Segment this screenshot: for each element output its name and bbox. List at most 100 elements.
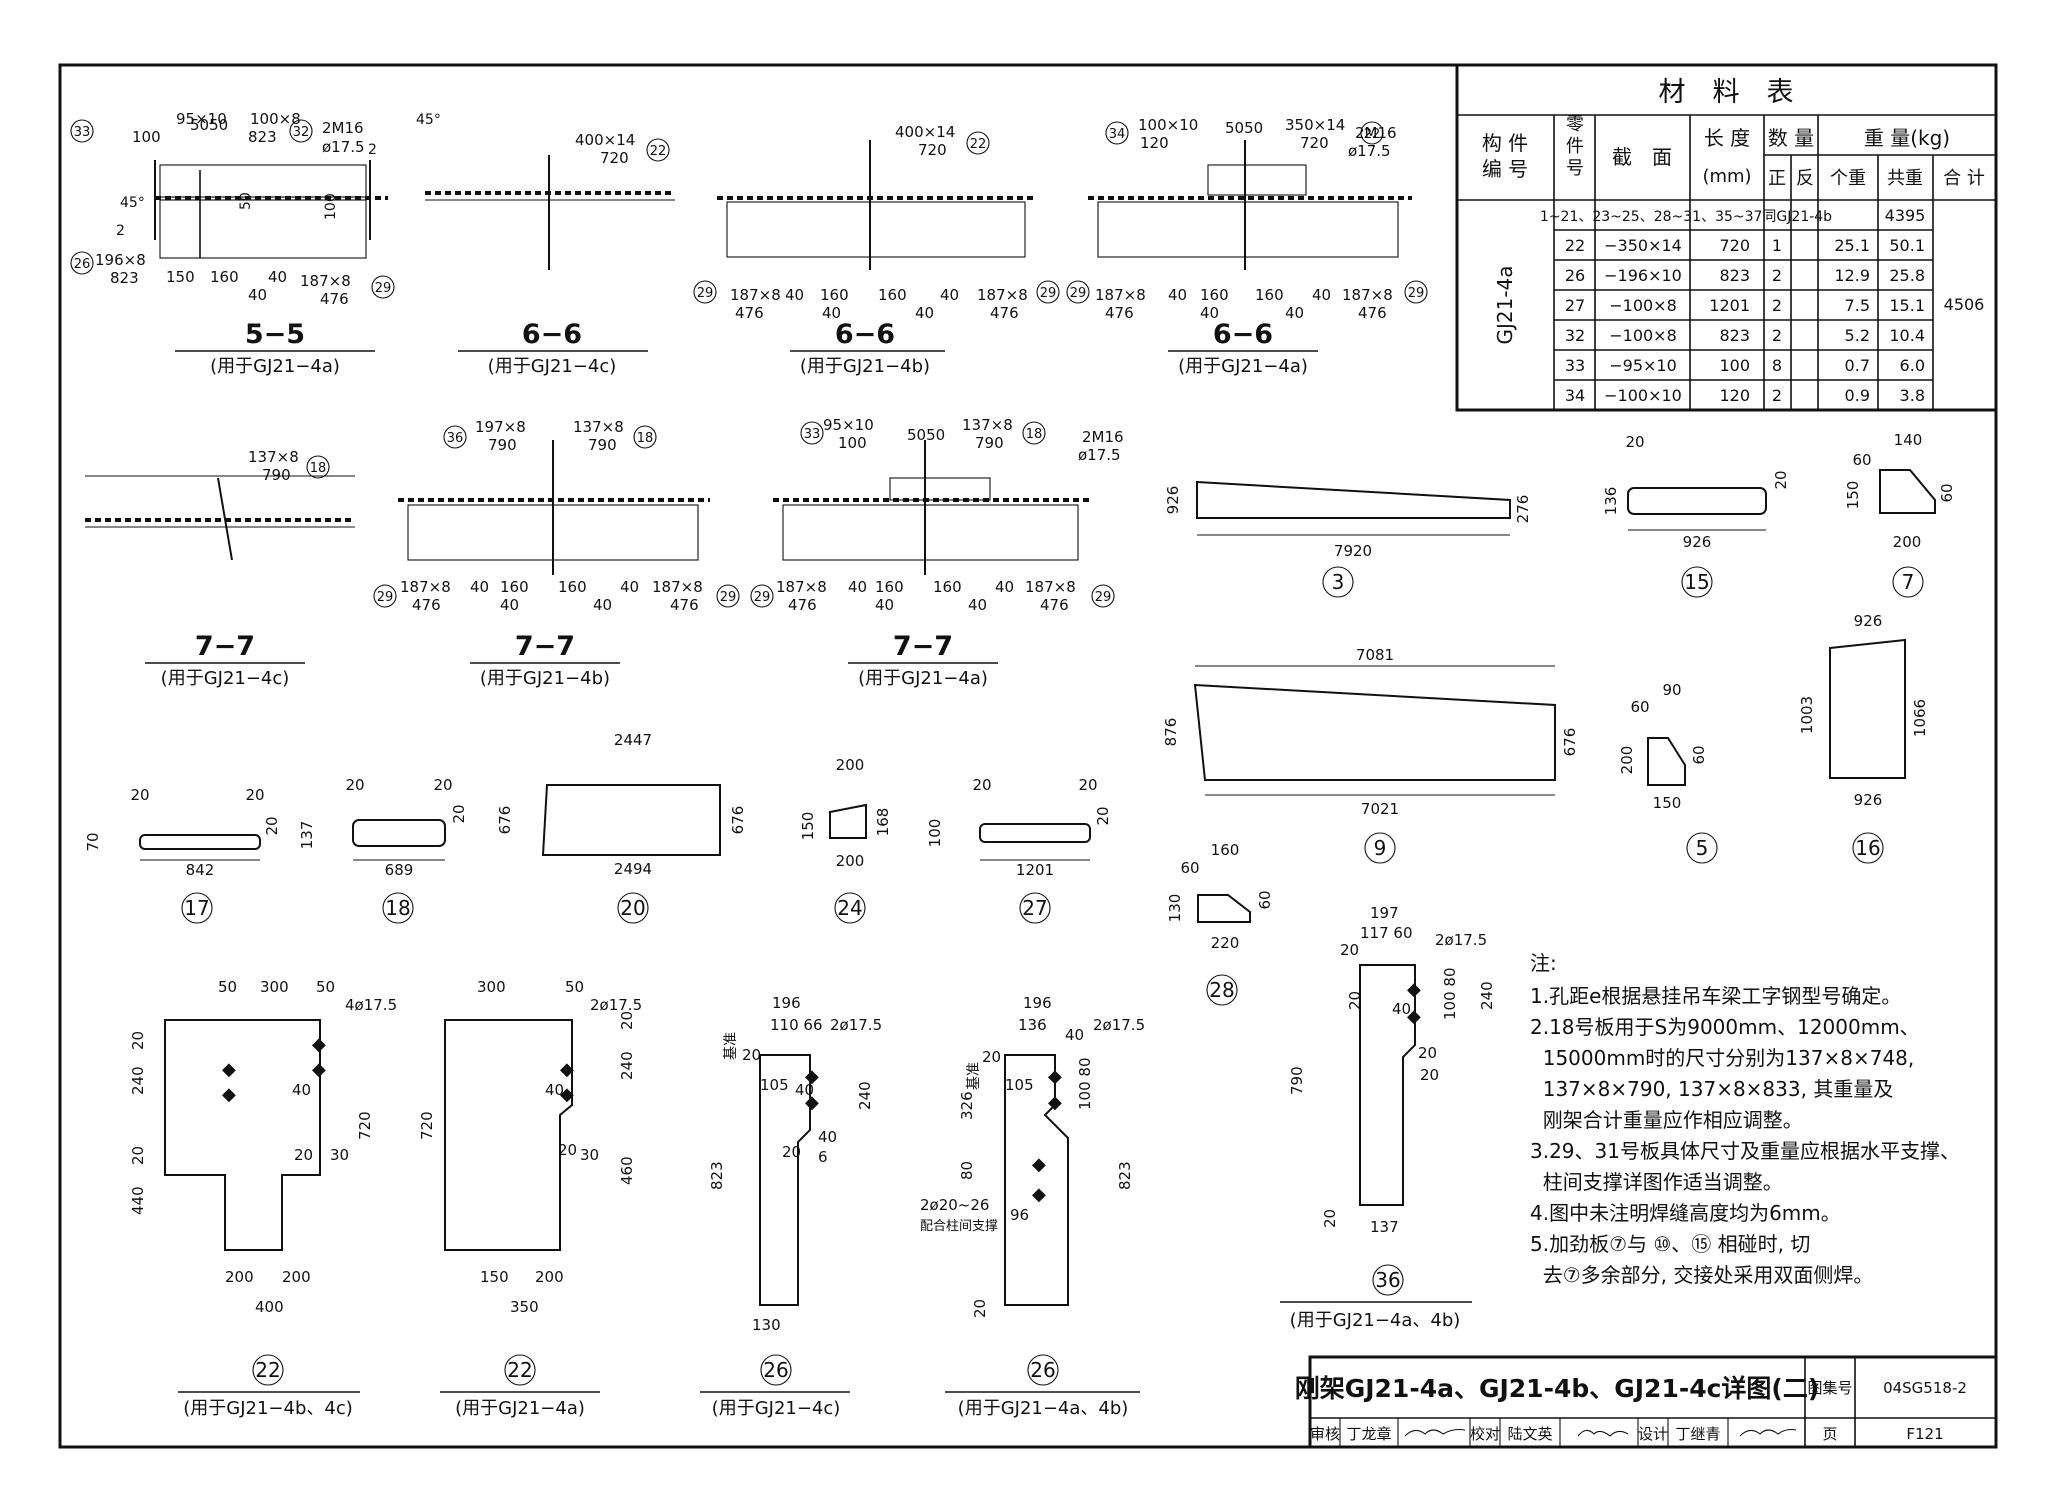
svg-text:60: 60 — [1852, 451, 1871, 469]
svg-text:240: 240 — [1478, 981, 1496, 1010]
svg-text:876: 876 — [1162, 718, 1180, 747]
svg-text:40: 40 — [1312, 286, 1331, 304]
svg-text:20: 20 — [129, 1031, 147, 1050]
header-part-no: 零件号 — [1566, 114, 1584, 179]
svg-text:187×8: 187×8 — [1095, 286, 1146, 304]
table-rows: 22 −350×14 720 1 25.1 50.1 26 −196×10 82… — [1565, 236, 1925, 405]
svg-text:29: 29 — [720, 590, 737, 605]
header-qty-neg: 反 — [1796, 168, 1814, 189]
svg-text:20: 20 — [1418, 1044, 1437, 1062]
section-caption-6-6-c: (用于GJ21−4c) — [488, 356, 617, 377]
svg-text:40: 40 — [1200, 304, 1219, 322]
svg-text:823: 823 — [1116, 1161, 1134, 1190]
svg-text:95×10: 95×10 — [823, 416, 874, 434]
svg-text:790: 790 — [975, 434, 1004, 452]
svg-text:22: 22 — [650, 144, 667, 159]
svg-text:105: 105 — [1005, 1076, 1034, 1094]
svg-text:197: 197 — [1370, 904, 1399, 922]
svg-text:2: 2 — [368, 142, 377, 158]
svg-text:36: 36 — [447, 431, 464, 446]
svg-text:12.9: 12.9 — [1834, 266, 1870, 285]
plate-no-26-b: 26 — [1030, 1358, 1055, 1382]
svg-text:160: 160 — [933, 578, 962, 596]
svg-text:5.2: 5.2 — [1845, 326, 1870, 345]
svg-text:476: 476 — [1105, 304, 1134, 322]
svg-text:137×8: 137×8 — [573, 418, 624, 436]
svg-text:25.8: 25.8 — [1889, 266, 1925, 285]
svg-text:2494: 2494 — [614, 860, 652, 878]
svg-text:3.8: 3.8 — [1900, 386, 1925, 405]
section-title-6-6-a: 6−6 — [1213, 319, 1273, 350]
svg-text:◆: ◆ — [805, 1066, 819, 1087]
svg-text:196: 196 — [1023, 994, 1052, 1012]
svg-text:50: 50 — [218, 978, 237, 996]
svg-text:160: 160 — [878, 286, 907, 304]
svg-text:20: 20 — [294, 1146, 313, 1164]
svg-text:160: 160 — [875, 578, 904, 596]
plate-caption-26-a: (用于GJ21−4c) — [712, 1398, 841, 1419]
plate-no-22-a: 22 — [255, 1358, 280, 1382]
svg-text:676: 676 — [729, 806, 747, 835]
part-badge-33 — [70, 119, 94, 143]
part-badge-26 — [760, 1354, 792, 1386]
plate-no-36: 36 — [1375, 1268, 1400, 1292]
svg-text:◆: ◆ — [312, 1059, 326, 1080]
svg-text:33: 33 — [1565, 356, 1585, 375]
svg-text:790: 790 — [588, 436, 617, 454]
svg-text:20: 20 — [1078, 776, 1097, 794]
svg-text:◆: ◆ — [222, 1084, 236, 1105]
svg-text:1003: 1003 — [1798, 696, 1816, 734]
svg-text:◆: ◆ — [1032, 1154, 1046, 1175]
svg-text:120: 120 — [1719, 386, 1750, 405]
part-badge-26 — [1027, 1354, 1059, 1386]
svg-text:◆: ◆ — [560, 1059, 574, 1080]
part-badge-18 — [633, 425, 657, 449]
svg-text:−100×8: −100×8 — [1609, 326, 1677, 345]
svg-text:790: 790 — [1288, 1066, 1306, 1095]
svg-text:33: 33 — [74, 125, 91, 140]
svg-text:476: 476 — [412, 596, 441, 614]
svg-text:40: 40 — [545, 1081, 564, 1099]
svg-text:137: 137 — [1370, 1218, 1399, 1236]
svg-text:350: 350 — [510, 1298, 539, 1316]
plate-caption-22-b: (用于GJ21−4a) — [455, 1398, 585, 1419]
part-badge-29 — [1404, 280, 1428, 304]
svg-text:20: 20 — [1340, 941, 1359, 959]
svg-text:◆: ◆ — [1048, 1066, 1062, 1087]
reviewer-name: 丁龙章 — [1346, 1425, 1391, 1443]
svg-text:100: 100 — [926, 819, 944, 848]
table-row: 32 −100×8 823 2 5.2 10.4 — [1565, 326, 1925, 345]
plate-9: 7081 7021 876 676 9 — [1162, 646, 1579, 864]
svg-text:160: 160 — [1200, 286, 1229, 304]
part-badge-15 — [1681, 566, 1713, 598]
svg-text:基准: 基准 — [965, 1062, 982, 1090]
svg-text:720: 720 — [918, 141, 947, 159]
part-badge-29 — [716, 584, 740, 608]
part-badge-29 — [1066, 280, 1090, 304]
note-line: 柱间支撑详图作适当调整。 — [1530, 1170, 1783, 1194]
svg-text:2447: 2447 — [614, 731, 652, 749]
plate-no-15: 15 — [1684, 570, 1709, 594]
plate-no-18: 18 — [385, 896, 410, 920]
svg-text:96: 96 — [1010, 1206, 1029, 1224]
svg-text:220: 220 — [1211, 934, 1240, 952]
part-badge-34 — [1105, 121, 1129, 145]
svg-text:7021: 7021 — [1361, 800, 1399, 818]
svg-text:676: 676 — [1561, 728, 1579, 757]
svg-text:200: 200 — [225, 1268, 254, 1286]
svg-text:20: 20 — [618, 1011, 636, 1030]
svg-text:2ø17.5: 2ø17.5 — [1093, 1016, 1145, 1034]
svg-text:150: 150 — [1844, 481, 1862, 510]
header-w-sum: 合 计 — [1943, 168, 1985, 189]
svg-text:350×14: 350×14 — [1285, 116, 1345, 134]
svg-text:926: 926 — [1683, 533, 1712, 551]
svg-text:926: 926 — [1854, 791, 1883, 809]
checker-name: 陆文英 — [1507, 1425, 1552, 1443]
svg-text:2M16: 2M16 — [1355, 124, 1397, 142]
svg-text:60: 60 — [1630, 698, 1649, 716]
